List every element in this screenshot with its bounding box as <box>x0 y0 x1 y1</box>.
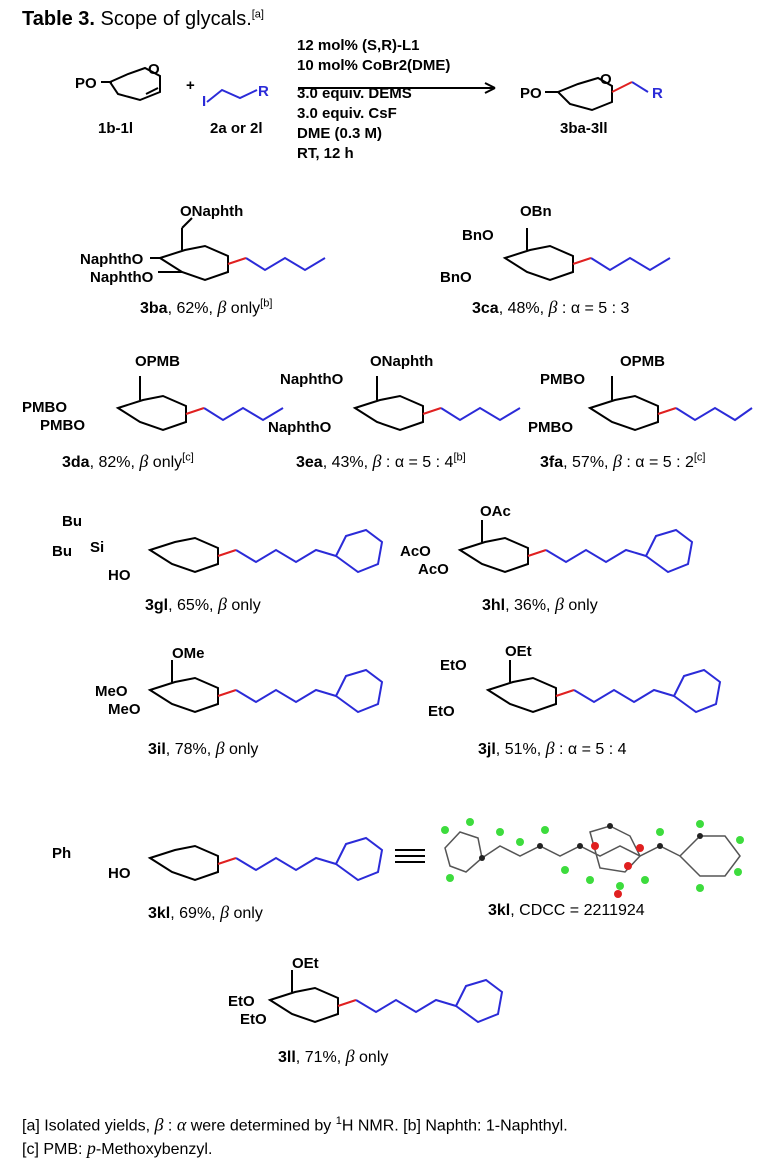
substituent-label: EtO <box>240 1011 267 1028</box>
condition-line: DME (0.3 M) <box>297 125 383 142</box>
substituent-label: OPMB <box>620 353 665 370</box>
reactant1-label: 1b-1l <box>98 120 134 137</box>
substituent-label: AcO <box>418 561 449 578</box>
plus-sign: + <box>186 77 195 94</box>
ring-oxygen: O <box>148 61 160 78</box>
substituent-label: NaphthO <box>268 419 332 436</box>
substituent-label: OMe <box>172 645 205 662</box>
compound-caption: 3ea, 43%, β : α = 5 : 4[b] <box>296 451 466 471</box>
compound-caption: 3kl, CDCC = 2211924 <box>488 902 645 919</box>
substituent-label: BnO <box>440 269 472 286</box>
footnotes: [a] Isolated yields, β : α were determin… <box>22 1110 568 1161</box>
substituent-label: ONaphth <box>370 353 433 370</box>
reactant2-label: 2a or 2l <box>210 120 263 137</box>
substituent-label: HO <box>108 567 131 584</box>
compound-caption: 3jl, 51%, β : α = 5 : 4 <box>478 738 627 758</box>
substituent-label: OEt <box>292 955 319 972</box>
reaction-conditions: 12 mol% (S,R)-L1 10 mol% CoBr2(DME) 3.0 … <box>297 36 450 164</box>
substituent-label: OBn <box>520 203 552 220</box>
r-label: R <box>652 85 663 102</box>
substituent-label: MeO <box>108 701 141 718</box>
substituent-label: Ph <box>52 845 71 862</box>
compound-caption: 3il, 78%, β only <box>148 738 259 758</box>
crystal-structure <box>444 825 741 877</box>
substituent-label: AcO <box>400 543 431 560</box>
condition-line: 3.0 equiv. CsF <box>297 105 397 122</box>
po-label: PO <box>75 75 97 92</box>
substituent-label: PMBO <box>22 399 67 416</box>
substituent-label: OPMB <box>135 353 180 370</box>
substituent-label: PMBO <box>40 417 85 434</box>
condition-line: 10 mol% CoBr2(DME) <box>297 57 451 74</box>
substituent-label: BnO <box>462 227 494 244</box>
product-label: 3ba-3ll <box>560 120 608 137</box>
compound-caption: 3fa, 57%, β : α = 5 : 2[c] <box>540 451 706 471</box>
iodide-label: I <box>202 93 206 110</box>
substituent-label: OEt <box>505 643 532 660</box>
compound-caption: 3da, 82%, β only[c] <box>62 451 194 471</box>
condition-line: RT, 12 h <box>297 145 354 162</box>
substituent-label: EtO <box>428 703 455 720</box>
substituent-label: Bu <box>52 543 72 560</box>
substituent-label: Si <box>90 539 104 556</box>
substituent-label: HO <box>108 865 131 882</box>
substituent-label: MeO <box>95 683 128 700</box>
substituent-label: ONaphth <box>180 203 243 220</box>
compound-caption: 3kl, 69%, β only <box>148 902 263 922</box>
substituent-label: OAc <box>480 503 511 520</box>
r-label: R <box>258 83 269 100</box>
substituent-label: PMBO <box>528 419 573 436</box>
substituent-label: PMBO <box>540 371 585 388</box>
po-label: PO <box>520 85 542 102</box>
footnote-c: [c] PMB: p-Methoxybenzyl. <box>22 1138 213 1159</box>
substituent-label: EtO <box>228 993 255 1010</box>
compound-caption: 3ca, 48%, β : α = 5 : 3 <box>472 297 630 317</box>
compound-caption: 3hl, 36%, β only <box>482 594 598 614</box>
substituent-label: EtO <box>440 657 467 674</box>
ring-oxygen: O <box>600 71 612 88</box>
footnote-a: [a] Isolated yields, β : α were determin… <box>22 1114 568 1135</box>
substituent-label: NaphthO <box>280 371 344 388</box>
substituent-label: Bu <box>62 513 82 530</box>
substituent-label: NaphthO <box>90 269 154 286</box>
substituent-label: NaphthO <box>80 251 144 268</box>
compound-caption: 3gl, 65%, β only <box>145 594 261 614</box>
table-title: Table 3. Scope of glycals.[a] <box>22 8 264 30</box>
condition-line: 12 mol% (S,R)-L1 <box>297 37 420 54</box>
compound-caption: 3ll, 71%, β only <box>278 1046 389 1066</box>
condition-line: 3.0 equiv. DEMS <box>297 85 412 102</box>
compound-caption: 3ba, 62%, β only[b] <box>140 297 273 317</box>
